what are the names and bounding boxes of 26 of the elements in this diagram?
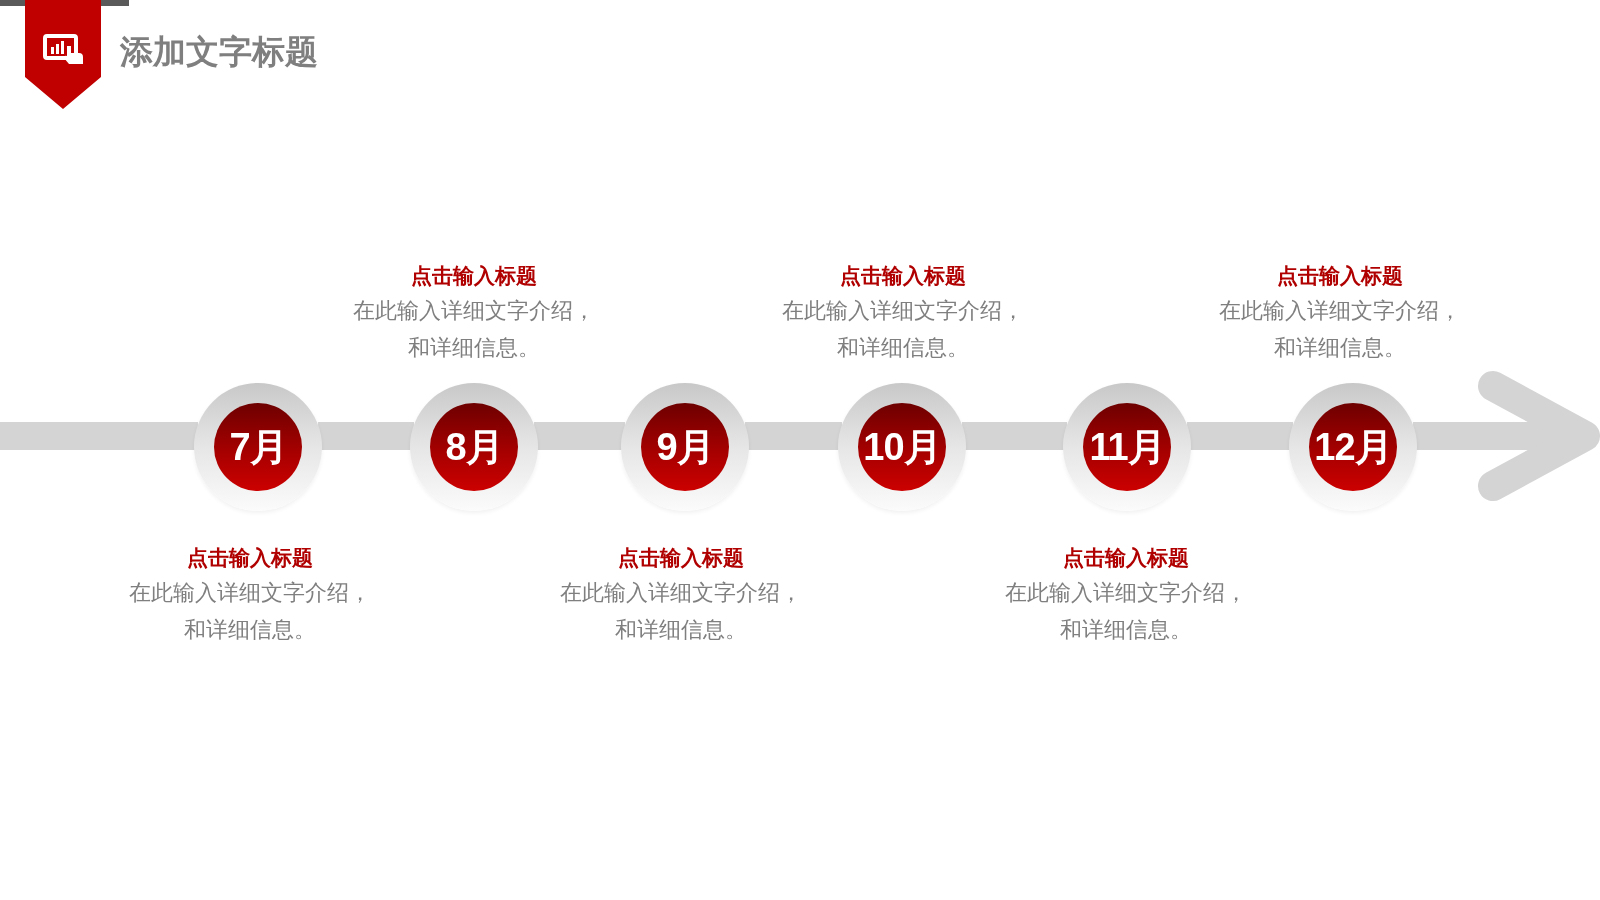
step-description: 在此输入详细文字介绍，和详细信息。 (352, 297, 596, 362)
step-description: 在此输入详细文字介绍，和详细信息。 (559, 579, 803, 644)
step-description: 在此输入详细文字介绍，和详细信息。 (1004, 579, 1248, 644)
timeline-line (745, 422, 842, 450)
timeline-line (962, 422, 1067, 450)
month-label: 12月 (1314, 425, 1392, 469)
step-heading: 点击输入标题 (411, 263, 537, 289)
step-heading: 点击输入标题 (840, 263, 966, 289)
timeline-line (318, 422, 414, 450)
step-description: 在此输入详细文字介绍，和详细信息。 (1218, 297, 1462, 362)
month-label: 7月 (229, 425, 287, 469)
step-heading: 点击输入标题 (618, 545, 744, 571)
page-title: 添加文字标题 (120, 32, 318, 72)
timeline-line (1187, 422, 1293, 450)
month-label: 8月 (445, 425, 503, 469)
step-heading: 点击输入标题 (1277, 263, 1403, 289)
step-description: 在此输入详细文字介绍，和详细信息。 (128, 579, 372, 644)
month-label: 9月 (656, 425, 714, 469)
timeline-line (534, 422, 625, 450)
month-label: 11月 (1089, 425, 1165, 469)
month-label: 10月 (863, 425, 941, 469)
step-heading: 点击输入标题 (1063, 545, 1189, 571)
timeline-line (0, 422, 198, 450)
timeline-arrow (1413, 371, 1600, 501)
step-heading: 点击输入标题 (187, 545, 313, 571)
step-description: 在此输入详细文字介绍，和详细信息。 (781, 297, 1025, 362)
